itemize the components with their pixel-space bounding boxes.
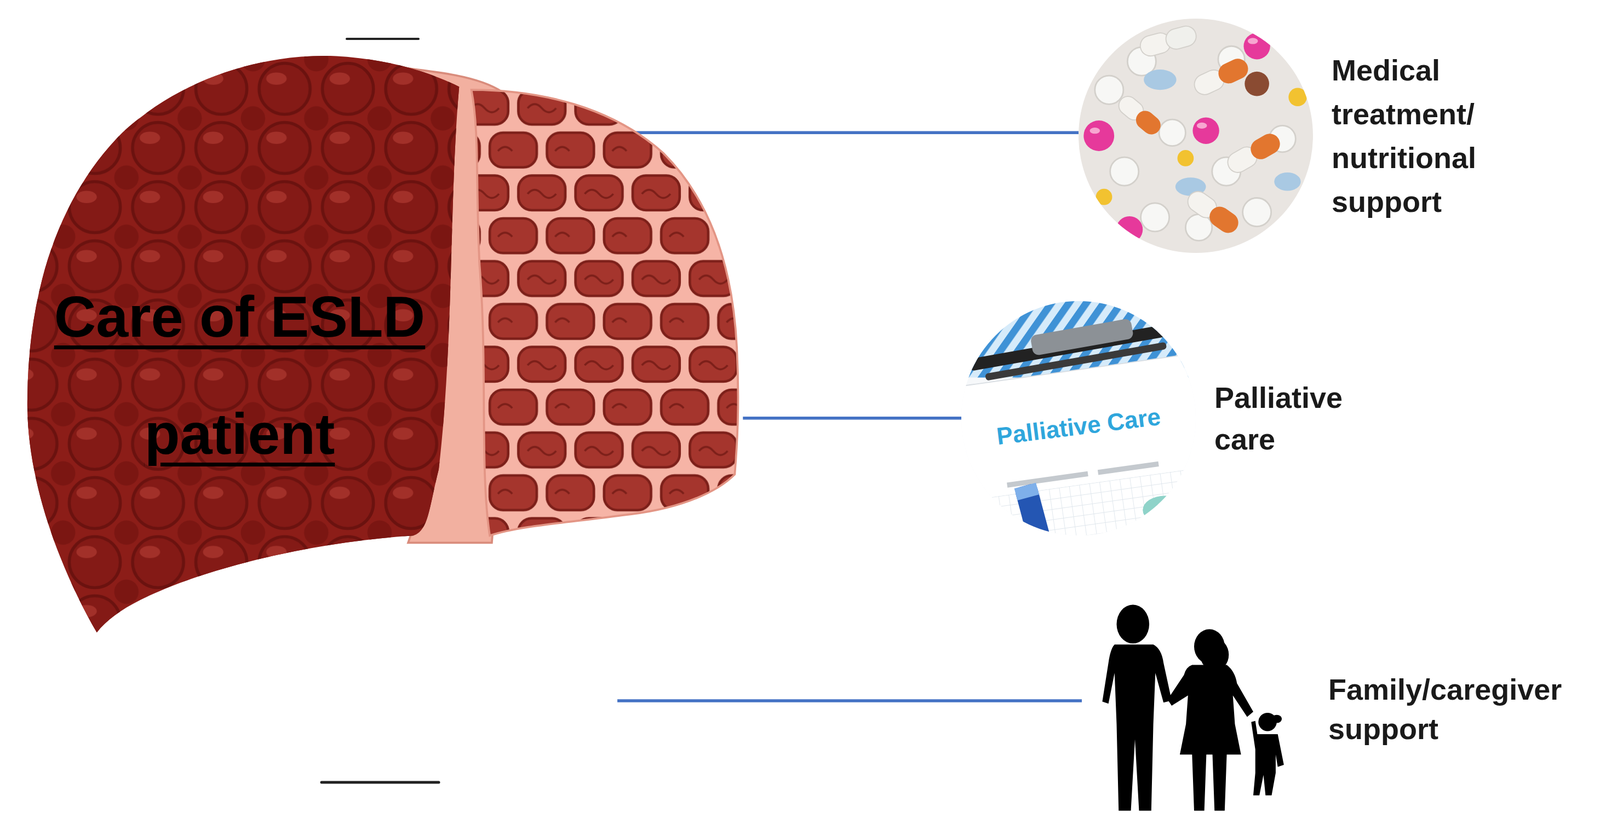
figure-circle (1081, 601, 1307, 817)
label-column: Medical treatment/ nutritional support (1331, 48, 1502, 224)
figure-circle (1078, 18, 1313, 254)
treatment-node: Medical treatment/ nutritional support (1078, 18, 1502, 254)
node-title: Care of ESLD patient (30, 257, 450, 493)
connector-line (742, 416, 962, 421)
node-label: Family/caregiver support (1328, 669, 1592, 749)
label-column: Palliative care (1214, 376, 1363, 461)
family-node: Family/caregiver support (1081, 601, 1592, 817)
crop-mark (346, 37, 419, 40)
connector-line (627, 130, 1079, 135)
node-label: Palliative care (1214, 376, 1363, 461)
liver-node: Care of ESLD patient (20, 30, 745, 644)
pills-photo (1078, 18, 1313, 254)
crop-mark (321, 781, 439, 785)
connector-line (617, 699, 1082, 703)
palliative-node: Palliative CarePalliative care (961, 301, 1363, 536)
label-column: Family/caregiver support (1328, 669, 1592, 749)
family-silhouette (1081, 601, 1307, 817)
figure-circle: Palliative Care (961, 301, 1196, 536)
node-label: Medical treatment/ nutritional support (1331, 48, 1502, 224)
